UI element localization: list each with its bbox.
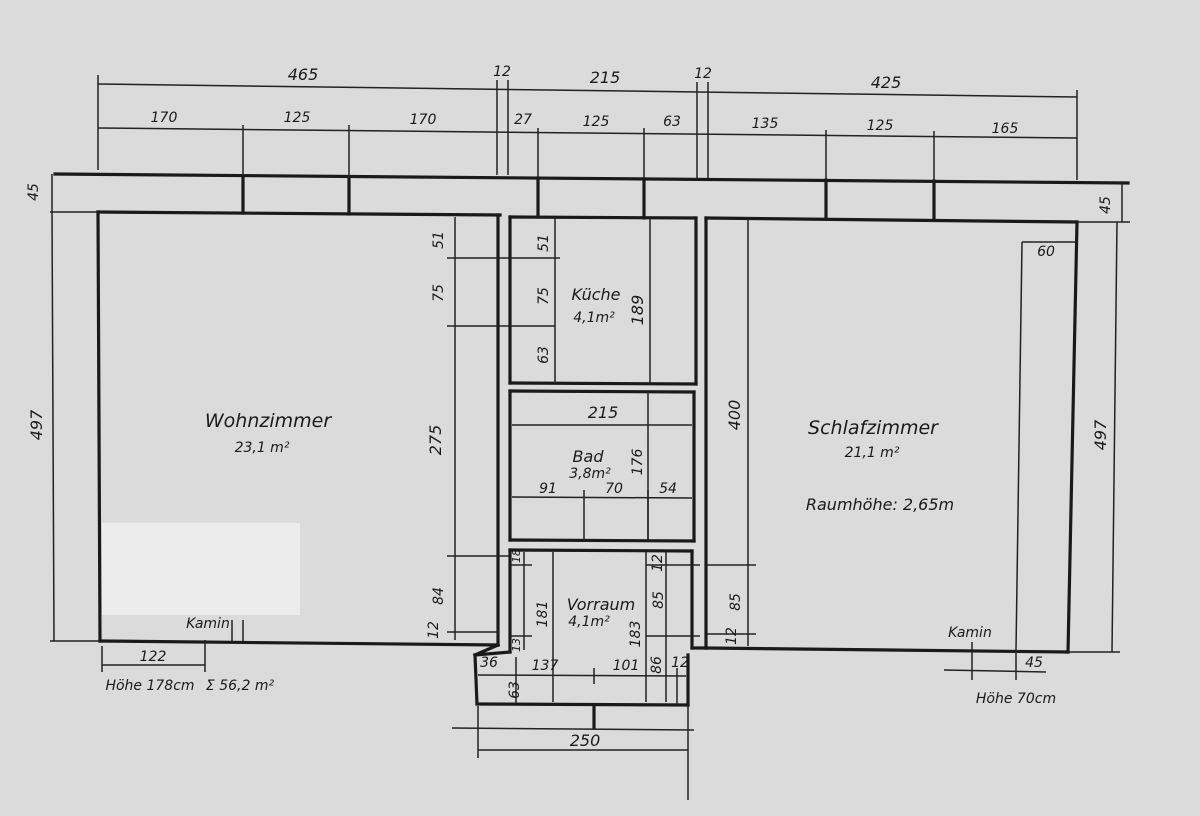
dim-label: 63 (507, 681, 523, 699)
dim-label: 125 (867, 118, 894, 134)
dim-label: 91 (539, 481, 557, 497)
dim-label: 170 (410, 112, 437, 128)
dim-line-top (97, 83, 1078, 98)
dim-label: 86 (649, 656, 665, 674)
dim-label: 137 (532, 658, 559, 674)
kueche-wall-top (508, 215, 698, 220)
dim-label: 54 (659, 481, 677, 497)
dim-label: 170 (151, 110, 178, 126)
kueche-wall-bottom (508, 381, 698, 386)
extension-line (451, 727, 695, 731)
dim-label: 215 (588, 403, 619, 422)
bad-wall-bottom (508, 538, 696, 543)
dim-label: 63 (536, 346, 552, 364)
dim-line-45-kamin (943, 669, 1047, 673)
kueche-label: Küche (572, 285, 621, 304)
wohnzimmer-wall-bottom (98, 639, 500, 647)
vorraum-wall-bottom (475, 702, 690, 707)
dim-label: 12 (426, 621, 442, 639)
dimension-lines (50, 75, 1130, 800)
dim-label: 125 (284, 110, 311, 126)
dim-label: 189 (628, 295, 647, 326)
dimension-labels: 465 12 215 12 425 170 125 170 27 125 63 … (140, 64, 1055, 750)
dim-line-vorraum-bottom (477, 674, 687, 677)
dim-label: 135 (752, 116, 779, 132)
outer-wall-top (53, 172, 1130, 185)
dim-label: 36 (480, 655, 498, 671)
bad-wall-top (508, 389, 696, 394)
wohnzimmer-wall-top (96, 210, 502, 217)
vorraum-wall-step (473, 650, 512, 657)
vorraum-wall-lower-left (473, 653, 479, 706)
kamin-label-right: Kamin (948, 625, 992, 641)
dim-label: 45 (26, 183, 42, 201)
schlafzimmer-wall-bottom (704, 646, 1070, 654)
dim-label: 85 (651, 591, 667, 609)
dim-label: 12 (694, 66, 712, 82)
dim-line-497-left (51, 211, 55, 642)
dim-label: 18 (510, 549, 523, 563)
vorraum-label: Vorraum (567, 595, 635, 614)
dim-label: 275 (426, 425, 445, 456)
dim-line-bad-bottom (511, 496, 693, 499)
bad-label: Bad (573, 447, 605, 466)
dim-label: 176 (630, 449, 646, 476)
bad-area: 3,8m² (569, 466, 611, 482)
raumhoehe-note: Raumhöhe: 2,65m (806, 495, 954, 514)
dim-label: 497 (1091, 419, 1110, 450)
dim-label: 51 (536, 234, 552, 252)
vorraum-wall-top (508, 548, 694, 553)
schlafzimmer-label: Schlafzimmer (808, 417, 939, 439)
dim-label: 12 (724, 627, 740, 645)
dim-label: 12 (650, 554, 666, 572)
dim-line-sub (97, 127, 1078, 139)
dim-label: 165 (992, 121, 1019, 137)
dimension-labels-vertical: 45 497 45 497 51 75 275 84 12 51 75 63 1… (26, 183, 1114, 699)
vorraum-area: 4,1m² (568, 614, 610, 630)
extension-line (1015, 241, 1023, 651)
total-area: Σ 56,2 m² (206, 678, 275, 694)
hoehe-note-left: Höhe 178cm (105, 678, 194, 694)
kueche-area: 4,1m² (573, 310, 615, 326)
schlafzimmer-wall-right (1066, 220, 1079, 654)
dim-label: 122 (140, 649, 167, 665)
wohnzimmer-label: Wohnzimmer (205, 410, 332, 432)
dim-label: 75 (536, 287, 552, 305)
wohnzimmer-wall-left (96, 210, 102, 643)
dim-label: 183 (628, 621, 644, 648)
paper-patch (102, 523, 300, 615)
dim-label: 250 (570, 731, 601, 750)
dim-label: 425 (871, 73, 902, 92)
wohnzimmer-area: 23,1 m² (235, 440, 290, 456)
kamin-label-left: Kamin (186, 616, 230, 632)
dim-label: 45 (1098, 196, 1114, 214)
hoehe-note-right: Höhe 70cm (976, 691, 1056, 707)
dim-label: 12 (671, 655, 689, 671)
schlafzimmer-area: 21,1 m² (845, 445, 900, 461)
dim-label: 45 (1025, 655, 1043, 671)
dim-line-497-right (1111, 221, 1118, 653)
dim-label: 27 (514, 112, 532, 128)
dim-label: 400 (725, 400, 744, 431)
dim-label: 125 (583, 114, 610, 130)
dim-label: 13 (510, 638, 523, 652)
dim-label: 84 (431, 587, 447, 605)
dim-label: 75 (431, 284, 447, 302)
dim-label: 497 (27, 409, 46, 440)
dim-label: 60 (1037, 244, 1055, 260)
dim-label: 85 (728, 593, 744, 611)
dim-label: 70 (605, 481, 623, 497)
dim-label: 465 (288, 65, 319, 84)
dim-label: 215 (590, 68, 621, 87)
walls (53, 172, 1130, 730)
dim-label: 101 (613, 658, 640, 674)
dim-label: 12 (493, 64, 511, 80)
schlafzimmer-wall-top (704, 216, 1079, 224)
dim-label: 51 (431, 231, 447, 249)
dim-label: 181 (535, 601, 551, 628)
dim-label: 63 (663, 114, 681, 130)
